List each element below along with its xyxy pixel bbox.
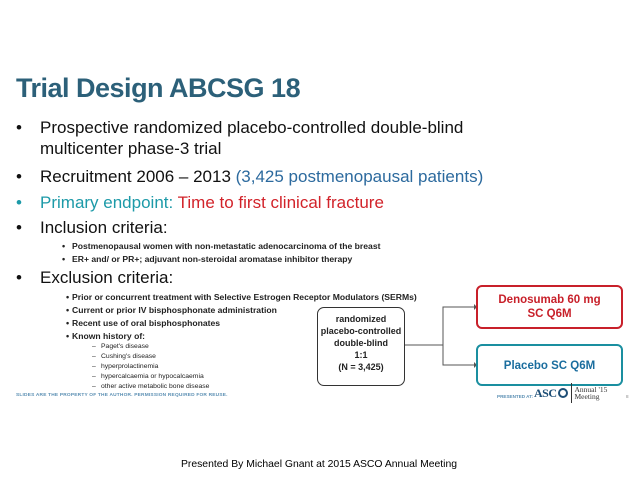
- exclusion-item-text: Recent use of oral bisphosphonates: [72, 318, 221, 328]
- sub-bullet-dot: •: [62, 241, 66, 251]
- asco-logo-text: ASC: [534, 385, 557, 400]
- history-item-text: hypercalcaemia or hypocalcaemia: [101, 373, 204, 380]
- inclusion-item-text: Postmenopausal women with non-metastatic…: [72, 241, 381, 251]
- arrow-to-placebo: [442, 345, 474, 366]
- slide: Trial Design ABCSG 18 • Prospective rand…: [0, 45, 638, 408]
- denosumab-arm-box: Denosumab 60 mg SC Q6M: [476, 285, 623, 329]
- sub-bullet-dot: •: [62, 254, 66, 264]
- history-item-text: Paget's disease: [101, 343, 149, 350]
- history-item-text: hyperprolactinemia: [101, 363, 159, 370]
- asco-o-icon: [557, 388, 568, 398]
- exclusion-item-text: Current or prior IV bisphosphonate admin…: [72, 305, 277, 315]
- dash: –: [92, 383, 96, 390]
- exclusion-item-text: Known history of:: [72, 331, 146, 341]
- dash: –: [92, 353, 96, 360]
- presenter-caption: Presented By Michael Gnant at 2015 ASCO …: [180, 459, 458, 470]
- randomization-line: placebo-controlled: [320, 326, 402, 336]
- inclusion-item-text: ER+ and/ or PR+; adjuvant non-steroidal …: [72, 254, 353, 264]
- dash: –: [92, 363, 96, 370]
- dash: –: [92, 343, 96, 350]
- recruitment-years: Recruitment 2006 – 2013: [40, 167, 236, 186]
- annual-meeting-text: Annual '15 Meeting: [574, 384, 608, 401]
- bullet-dot: •: [16, 167, 22, 186]
- bullet-endpoint-text: Primary endpoint: Time to first clinical…: [40, 193, 384, 213]
- bullet-design-line1: Prospective randomized placebo-controlle…: [40, 118, 464, 137]
- recruitment-patients: (3,425 postmenopausal patients): [235, 167, 484, 186]
- inclusion-heading: Inclusion criteria:: [40, 218, 168, 237]
- logo-divider: [570, 383, 572, 403]
- history-item-text: other active metabolic bone disease: [101, 383, 210, 390]
- endpoint-value: Time to first clinical fracture: [177, 193, 384, 212]
- slide-page-number: 8: [626, 394, 629, 399]
- bullet-dot: •: [16, 118, 22, 137]
- placebo-label: Placebo SC Q6M: [503, 360, 596, 372]
- exclusion-heading: Exclusion criteria:: [40, 268, 174, 287]
- bullet-dot: •: [16, 193, 22, 212]
- presented-at-label: PRESENTED AT:: [497, 394, 533, 399]
- endpoint-label: Primary endpoint:: [40, 193, 178, 212]
- arrowhead-icon: [474, 362, 477, 368]
- arrow-to-denosumab: [405, 306, 474, 346]
- denosumab-dose: Denosumab 60 mg: [498, 294, 601, 306]
- asco-annual-meeting-logo: ASC Annual '15 Meeting: [534, 381, 607, 405]
- annual-line2: Meeting: [574, 392, 600, 401]
- slide-title: Trial Design ABCSG 18: [16, 73, 301, 103]
- history-item-text: Cushing's disease: [101, 353, 156, 360]
- arrowhead-icon: [474, 304, 477, 310]
- slide-disclaimer: SLIDES ARE THE PROPERTY OF THE AUTHOR. P…: [16, 393, 228, 398]
- randomization-ratio: 1:1: [354, 350, 368, 360]
- randomization-line: randomized: [335, 314, 387, 324]
- placebo-arm-box: Placebo SC Q6M: [476, 344, 623, 386]
- randomization-n: (N = 3,425): [338, 362, 384, 372]
- annual-line1: Annual '15: [574, 384, 608, 394]
- exclusion-item-text: Prior or concurrent treatment with Selec…: [72, 292, 417, 302]
- denosumab-schedule: SC Q6M: [527, 308, 572, 320]
- bullet-recruitment-text: Recruitment 2006 – 2013 (3,425 postmenop…: [40, 167, 483, 187]
- sub-bullet-dot: •: [66, 318, 70, 328]
- bullet-dot: •: [16, 218, 22, 237]
- bullet-dot: •: [16, 268, 22, 287]
- randomization-line: double-blind: [334, 338, 388, 348]
- bullet-design-line2: multicenter phase-3 trial: [40, 139, 222, 158]
- sub-bullet-dot: •: [66, 292, 70, 302]
- sub-bullet-dot: •: [66, 331, 70, 341]
- sub-bullet-dot: •: [66, 305, 70, 315]
- randomization-box: randomized placebo-controlled double-bli…: [317, 307, 405, 386]
- dash: –: [92, 373, 96, 380]
- randomization-arrows: [405, 304, 477, 368]
